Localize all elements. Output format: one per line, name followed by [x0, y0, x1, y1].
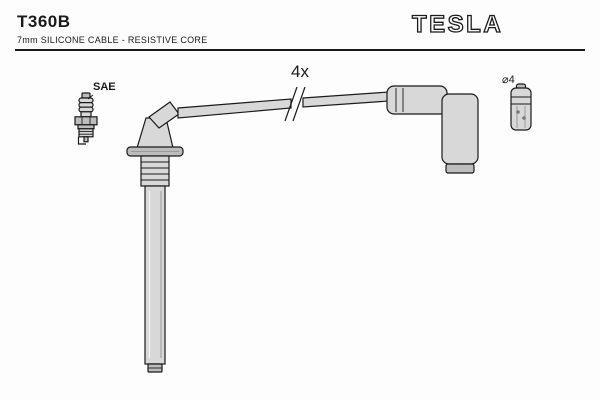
- spark-plug-standard-label: SAE: [93, 81, 116, 93]
- part-number: T360B: [17, 12, 71, 31]
- terminal-diameter-label: ⌀4: [502, 74, 515, 86]
- product-subtitle: 7mm SILICONE CABLE - RESISTIVE CORE: [17, 35, 208, 45]
- sae-leader-line: [87, 94, 94, 100]
- header-divider: [15, 49, 585, 51]
- spark-plug-icon: [74, 92, 98, 145]
- plug-boot-long: [126, 101, 184, 373]
- quantity-label: 4x: [291, 62, 309, 81]
- cable: [177, 86, 390, 122]
- plug-boot-angled: [386, 85, 479, 174]
- cable-break-mark: [284, 86, 298, 122]
- brand-logo: TESLA: [411, 10, 503, 38]
- terminal-connector: [510, 83, 532, 131]
- cable-break-mark: [292, 86, 306, 122]
- brand-logo-text: TESLA: [412, 11, 503, 38]
